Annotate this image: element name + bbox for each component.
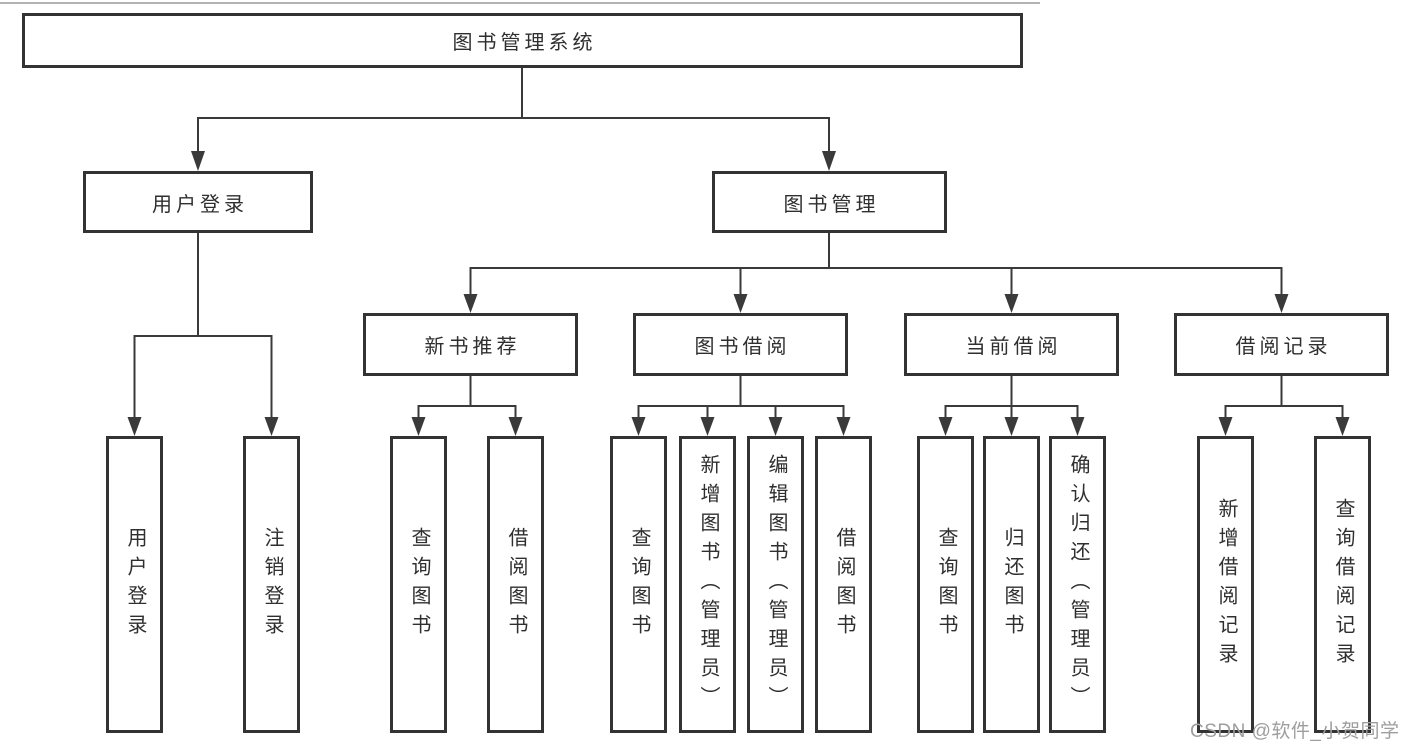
node-borrowing-records: 借阅记录 [1174, 313, 1389, 376]
connector-book-management [469, 233, 1283, 295]
arrowhead [836, 417, 851, 436]
leaf-confirm-return-admin: 确认归还（管理员） [1049, 436, 1106, 733]
node-root: 图书管理系统 [22, 13, 1023, 68]
arrowhead [1274, 294, 1289, 313]
node-book-management: 图书管理 [712, 171, 947, 233]
arrowhead [938, 417, 953, 436]
arrowhead [700, 417, 715, 436]
connector-current-borrowing [944, 376, 1079, 419]
arrowhead [1070, 417, 1085, 436]
node-current-borrowing: 当前借阅 [904, 313, 1119, 376]
connector-root [197, 68, 830, 152]
artifact-top-line [0, 2, 1040, 4]
leaf-logout: 注销登录 [243, 436, 300, 733]
arrowhead [411, 417, 426, 436]
leaf-add-borrow-record: 新增借阅记录 [1197, 436, 1254, 733]
arrowhead [1004, 294, 1019, 313]
connector-book-borrowing [637, 376, 845, 419]
arrowhead [1335, 417, 1350, 436]
leaf-query-books-current: 查询图书 [917, 436, 974, 733]
leaf-query-borrow-record: 查询借阅记录 [1314, 436, 1371, 733]
leaf-edit-book-admin: 编辑图书（管理员） [747, 436, 804, 733]
connector-borrowing-records [1224, 376, 1344, 419]
node-new-book-recommendation: 新书推荐 [363, 313, 578, 376]
arrowhead [1004, 417, 1019, 436]
connector-new-book-recommendation [417, 376, 517, 419]
arrowhead [631, 417, 646, 436]
arrowhead [733, 294, 748, 313]
node-user-login: 用户登录 [83, 171, 313, 233]
connector-user-login [133, 233, 273, 418]
arrowhead [264, 417, 279, 436]
arrowhead [822, 151, 836, 171]
arrowheads [127, 151, 1350, 436]
leaf-query-books-recommend: 查询图书 [390, 436, 447, 733]
arrowhead [127, 417, 142, 436]
watermark: CSDN @软件_小贺同学 [1190, 721, 1400, 742]
leaf-add-book-admin: 新增图书（管理员） [679, 436, 736, 733]
arrowhead [1218, 417, 1233, 436]
leaf-query-books-borrowing: 查询图书 [610, 436, 667, 733]
arrowhead [508, 417, 523, 436]
leaf-borrow-books-recommend: 借阅图书 [487, 436, 544, 733]
arrowhead [768, 417, 783, 436]
node-book-borrowing: 图书借阅 [633, 313, 848, 376]
leaf-borrow-books-borrowing: 借阅图书 [815, 436, 872, 733]
arrowhead [191, 151, 205, 171]
arrowhead [463, 294, 478, 313]
leaf-user-login: 用户登录 [106, 436, 163, 733]
leaf-return-book: 归还图书 [983, 436, 1040, 733]
